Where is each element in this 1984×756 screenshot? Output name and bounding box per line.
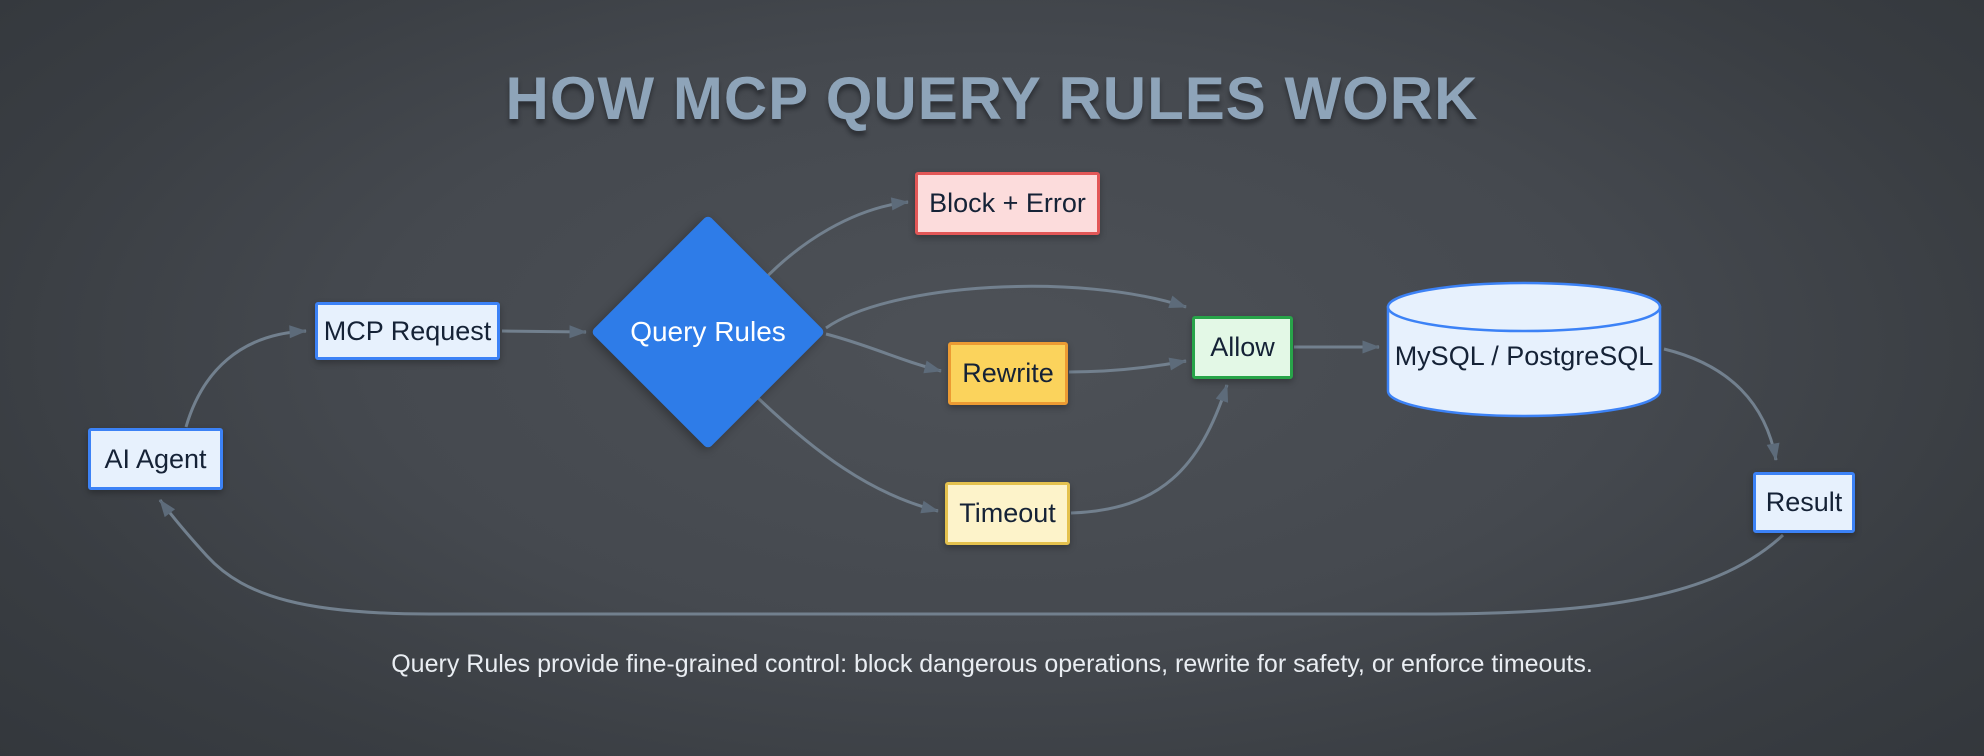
node-label: Rewrite (962, 358, 1054, 388)
edge-query-rules-to-allow (825, 284, 1187, 330)
node-allow: Allow (1192, 316, 1293, 379)
node-label: MySQL / PostgreSQL (1394, 341, 1654, 371)
node-label: Timeout (959, 498, 1056, 528)
edge-query-rules-to-block-error (755, 197, 909, 289)
node-label: AI Agent (104, 443, 207, 474)
node-label: MCP Request (323, 315, 492, 346)
database-cylinder-icon (1386, 281, 1662, 418)
node-label: Allow (1210, 332, 1275, 362)
edge-ai-agent-to-mcp-request (184, 325, 307, 428)
edge-timeout-to-allow (1070, 384, 1229, 515)
node-label: Result (1765, 487, 1843, 517)
edge-database-to-result (1663, 347, 1780, 461)
node-ai-agent: AI Agent (88, 428, 223, 490)
edge-query-rules-to-rewrite (825, 332, 942, 374)
node-query-rules: Query Rules (590, 214, 826, 450)
node-database: MySQL / PostgreSQL (1385, 280, 1663, 420)
page-title: HOW MCP QUERY RULES WORK (505, 65, 1479, 132)
node-timeout: Timeout (945, 482, 1070, 545)
node-mcp-request: MCP Request (315, 302, 500, 360)
node-rewrite: Rewrite (948, 342, 1068, 405)
node-result: Result (1753, 472, 1855, 533)
node-label: Block + Error (929, 188, 1086, 218)
edge-mcp-request-to-query-rules (501, 325, 587, 339)
node-block-error: Block + Error (915, 172, 1100, 235)
node-label: Query Rules (630, 316, 786, 347)
edge-result-to-ai-agent (158, 499, 1785, 616)
edge-query-rules-to-timeout (756, 396, 939, 514)
edge-rewrite-to-allow (1068, 357, 1187, 374)
diagram-caption: Query Rules provide fine-grained control… (391, 650, 1593, 678)
